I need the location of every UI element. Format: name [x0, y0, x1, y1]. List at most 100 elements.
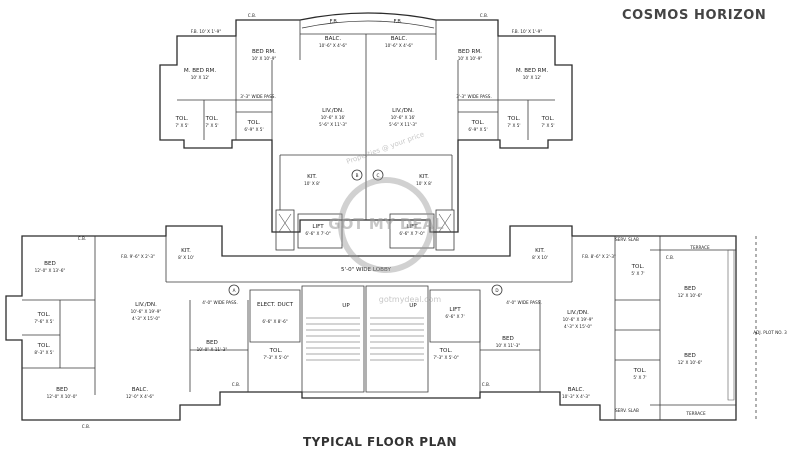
label-liv-dn-low-right: LIV./DN.: [567, 310, 589, 316]
label-tol-top-3: TOL.: [247, 120, 261, 126]
label-m-bed-rm-right: M. BED RM.: [516, 68, 549, 74]
label-tol-top-4-dim: 6'-9" X 5': [468, 127, 487, 132]
label-lift-right-dim: 6'-6" X 7'-0": [399, 231, 424, 236]
label-bed-centre-right-dim: 10' X 11'-3": [496, 343, 521, 348]
marker-a: A: [233, 288, 236, 293]
label-cb-top-right: C.B.: [480, 13, 488, 18]
label-liv-dn-low-right-dim1: 10'-6" X 19'-9": [563, 317, 594, 322]
label-liv-dn-low-left-dim1: 10'-6" X 19'-9": [131, 309, 162, 314]
label-tol-top-4: TOL.: [471, 120, 485, 126]
label-tol-top-1-dim: 7' X 5': [175, 123, 188, 128]
label-fb-dim-left: F.B. 10' X 1'-9": [191, 29, 222, 34]
watermark-logo: GOT MY DEAL: [328, 215, 444, 233]
label-m-bed-rm-right-dim: 10' X 12': [523, 75, 542, 80]
label-bed-right-2-dim: 12' X 10'-6": [678, 360, 703, 365]
label-tol-top-6: TOL.: [541, 116, 555, 122]
watermark-tagline: Properties @ your price: [345, 130, 425, 166]
label-cb-low-left: C.B.: [78, 236, 86, 241]
marker-c-circle: [372, 169, 384, 181]
label-tol-top-1: TOL.: [175, 116, 189, 122]
label-bed-left-2: BED: [56, 387, 68, 393]
lower-wing-labels: 5'-0" WIDE LOBBY C.B. F.B. 9'-6" X 2'-3"…: [34, 236, 787, 429]
label-fb-top-right: F.B.: [394, 19, 403, 25]
marker-c: C: [377, 173, 380, 178]
label-lift-low-dim: 6'-6" X 7': [445, 314, 464, 319]
label-liv-dn-low-right-dim2: 4'-3" X 15'-0": [564, 324, 592, 329]
label-kit-low-left-dim: 8' X 10': [178, 255, 194, 260]
label-bed-right-1: BED: [684, 286, 696, 292]
flat-markers: A B C D: [228, 169, 503, 296]
label-cb-low-right: C.B.: [666, 255, 674, 260]
label-tol-centre-left: TOL.: [269, 348, 283, 354]
label-tol-left-2: TOL.: [37, 343, 51, 349]
label-bed-rm-right-dim: 10' X 10'-9": [458, 56, 483, 61]
label-bed-centre-left: BED: [206, 340, 218, 346]
marker-b-circle: [351, 169, 363, 181]
label-tol-centre-right-dim: 7'-3" X 5'-0": [433, 355, 458, 360]
label-lobby: 5'-0" WIDE LOBBY: [341, 267, 392, 273]
label-bed-right-2: BED: [684, 353, 696, 359]
label-balc-top-right: BALC.: [391, 36, 408, 42]
label-pass-low-left: 4'-0" WIDE PASS.: [202, 300, 238, 305]
label-tol-left-1-dim: 7'-6" X 5': [34, 319, 53, 324]
label-bed-centre-right: BED: [502, 336, 514, 342]
label-balc-low-left-dim: 12'-0" X 4'-6": [126, 394, 154, 399]
label-kit-low-right-dim: 8' X 10': [532, 255, 548, 260]
label-tol-top-5: TOL.: [507, 116, 521, 122]
label-bed-centre-left-dim: 10'-0" X 11'-3": [197, 347, 228, 352]
label-balc-low-left: BALC.: [132, 387, 149, 393]
label-tol-top-3-dim: 6'-9" X 5': [244, 127, 263, 132]
upper-wing-outline: [159, 12, 573, 233]
label-lift-low: LIFT: [449, 307, 461, 313]
label-tol-centre-right: TOL.: [439, 348, 453, 354]
label-tol-top-2-dim: 7' X 5': [205, 123, 218, 128]
label-tol-centre-left-dim: 7'-3" X 5'-0": [263, 355, 288, 360]
label-balc-top-left: BALC.: [325, 36, 342, 42]
upper-lift-cars: [275, 209, 455, 251]
label-elect-dim: 6'-6" X 8'-6": [262, 319, 287, 324]
marker-d: D: [495, 288, 498, 293]
watermark-url: gotmydeal.com: [379, 295, 442, 304]
label-liv-dn-top-left: LIV./DN.: [322, 108, 344, 114]
label-tol-right-2-dim: 5' X 7': [633, 375, 646, 380]
label-lift-left: LIFT: [312, 224, 324, 230]
project-title: COSMOS HORIZON: [622, 8, 766, 23]
label-cb-low-centre-right: C.B.: [482, 382, 490, 387]
label-tol-top-2: TOL.: [205, 116, 219, 122]
marker-a-circle: [228, 284, 240, 296]
label-pass-low-right: 4'-0" WIDE PASS.: [506, 300, 542, 305]
label-cb-bottom-left: C.B.: [82, 424, 90, 429]
label-serv-slab-bottom: SERV. SLAB: [615, 408, 639, 413]
label-tol-top-6-dim: 7' X 5': [541, 123, 554, 128]
label-bed-right-1-dim: 12' X 10'-6": [678, 293, 703, 298]
label-kit-top-left-dim: 10' X 8': [304, 181, 320, 186]
label-bed-left-2-dim: 12'-0" X 10'-0": [47, 394, 78, 399]
label-lift-right: LIFT: [406, 224, 418, 230]
label-cb-low-centre-left: C.B.: [232, 382, 240, 387]
label-liv-dn-top-right-dim1: 10'-6" X 16': [391, 115, 416, 120]
label-kit-top-right-dim: 10' X 8': [416, 181, 432, 186]
label-balc-top-right-dim: 10'-6" X 4'-6": [385, 43, 413, 48]
label-up-right: UP: [409, 303, 417, 309]
label-lift-left-dim: 6'-6" X 7'-0": [305, 231, 330, 236]
label-kit-low-left: KIT.: [181, 248, 191, 254]
label-bed-left-1-dim: 12'-0" X 13'-6": [35, 268, 66, 273]
label-liv-dn-low-left-dim2: 4'-3" X 15'-0": [132, 316, 160, 321]
label-fb-top-left: F.B.: [330, 19, 339, 25]
label-bed-rm-left: BED RM.: [252, 49, 276, 55]
label-terrace-top: TERRACE: [689, 245, 710, 250]
label-liv-dn-top-right-dim2: 5'-6" X 11'-3": [389, 122, 417, 127]
label-liv-dn-top-left-dim1: 10'-6" X 16': [321, 115, 346, 120]
label-fb-mid-right: F.B. 8'-6" X 2'-3": [582, 254, 616, 259]
label-bed-left-1: BED: [44, 261, 56, 267]
label-liv-dn-top-left-dim2: 5'-6" X 11'-3": [319, 122, 347, 127]
label-tol-right-1-dim: 5' X 7': [631, 271, 644, 276]
label-pass-right: 3'-3" WIDE PASS.: [456, 94, 492, 99]
label-kit-top-left: KIT.: [307, 174, 317, 180]
watermark: GOT MY DEAL Properties @ your price gotm…: [328, 130, 444, 304]
marker-b: B: [356, 173, 359, 178]
label-liv-dn-top-right: LIV./DN.: [392, 108, 414, 114]
label-kit-low-right: KIT.: [535, 248, 545, 254]
label-tol-left-1: TOL.: [37, 312, 51, 318]
